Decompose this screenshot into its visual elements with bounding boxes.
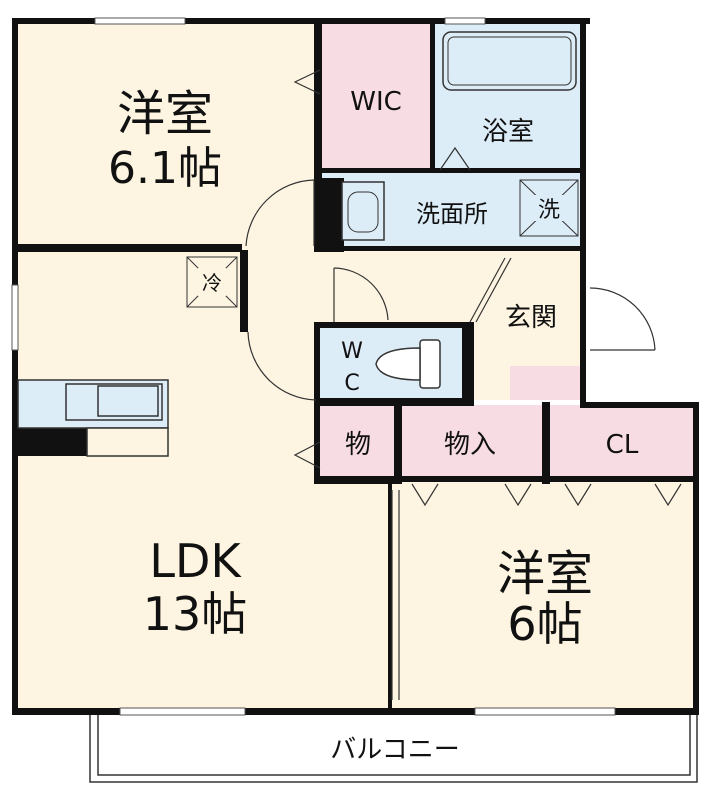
toilet xyxy=(375,339,441,389)
label-closet: CL xyxy=(606,430,639,460)
label-ldk-size: 13帖 xyxy=(143,587,248,641)
label-storage: 物入 xyxy=(444,430,496,460)
label-wc-top: W xyxy=(341,339,363,364)
balcony xyxy=(89,715,698,783)
washer-space xyxy=(519,179,579,237)
room-western-bottom xyxy=(390,480,696,710)
label-western-bottom-name: 洋室 xyxy=(497,546,593,602)
label-bath: 浴室 xyxy=(482,117,534,147)
label-western-top-size: 6.1帖 xyxy=(108,143,222,194)
room-wic xyxy=(320,22,433,170)
room-western-top xyxy=(15,22,320,250)
bathtub xyxy=(442,31,577,91)
label-storage-small: 物 xyxy=(345,430,371,460)
room-storage-small xyxy=(320,405,398,480)
label-washer: 洗 xyxy=(538,198,560,223)
label-western-top-name: 洋室 xyxy=(117,86,213,142)
label-washroom: 洗面所 xyxy=(416,200,488,228)
label-balcony: バルコニー xyxy=(330,735,459,765)
label-wc-bottom: C xyxy=(344,371,359,396)
room-storage xyxy=(398,405,546,480)
label-wic: WIC xyxy=(350,87,402,117)
label-ldk-name: LDK xyxy=(149,534,242,588)
ldk-upper-right xyxy=(240,325,320,410)
entrance-tile xyxy=(510,366,583,400)
walls xyxy=(12,18,699,715)
fridge-space xyxy=(186,256,238,308)
label-entrance: 玄関 xyxy=(505,303,557,333)
kitchen-counter xyxy=(17,379,169,457)
windows xyxy=(11,17,616,716)
room-closet xyxy=(546,405,696,480)
label-fridge: 冷 xyxy=(202,271,222,295)
doors xyxy=(245,69,682,700)
label-western-bottom-size: 6帖 xyxy=(507,597,582,651)
